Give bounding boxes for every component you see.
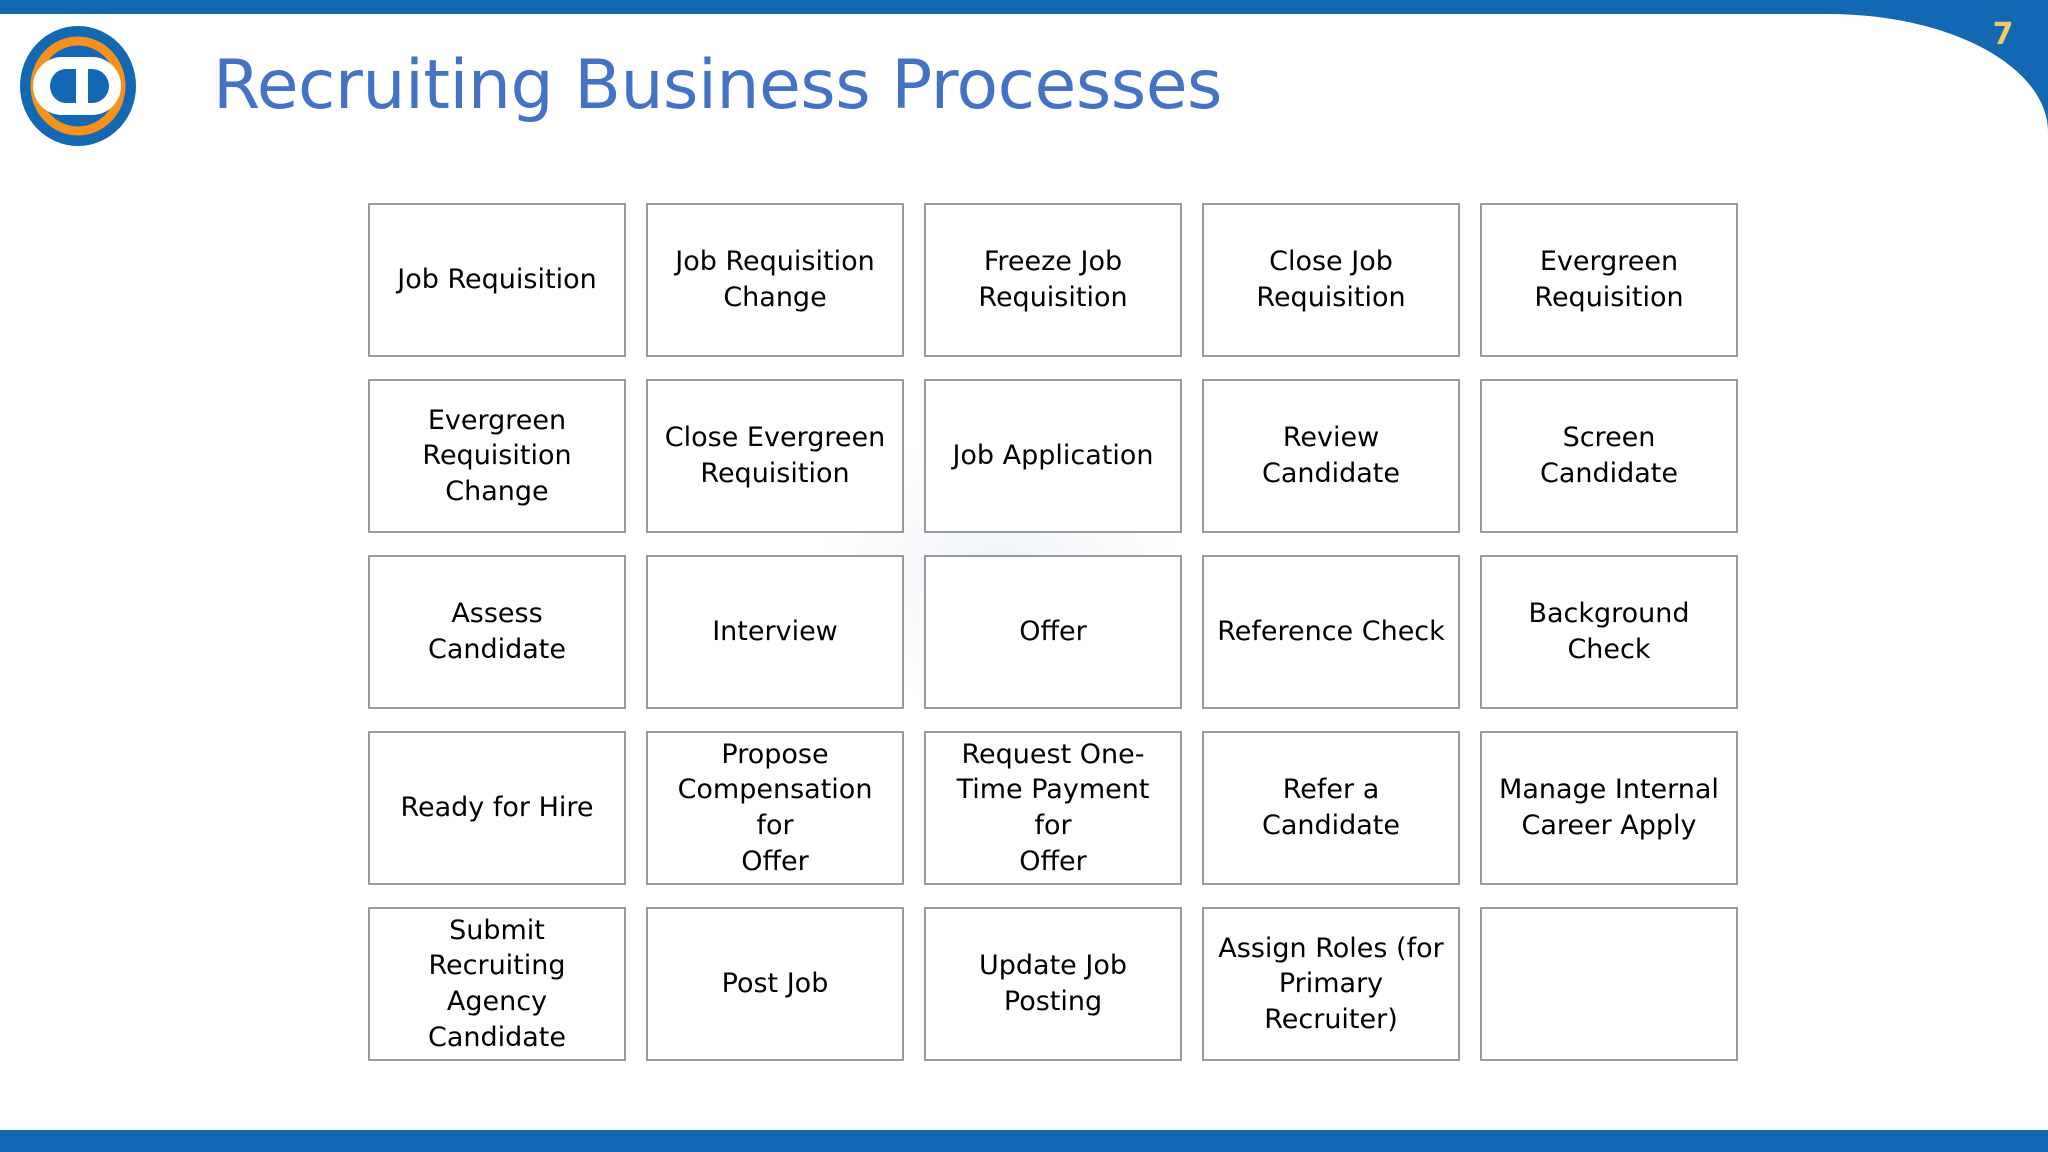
process-box[interactable]: Assign Roles (for Primary Recruiter) (1202, 907, 1460, 1061)
process-box-label: Ready for Hire (400, 792, 594, 824)
process-box-label: Refer a Candidate (1261, 774, 1401, 841)
process-box[interactable]: Job Requisition Change (646, 203, 904, 357)
process-box-label: Post Job (721, 968, 829, 1000)
process-box-label: Reference Check (1217, 616, 1445, 648)
process-box[interactable]: Assess Candidate (368, 555, 626, 709)
process-box-label: Review Candidate (1261, 422, 1401, 489)
process-box-label: Job Application (952, 440, 1154, 472)
process-box[interactable]: Evergreen Requisition (1480, 203, 1738, 357)
process-box[interactable]: Review Candidate (1202, 379, 1460, 533)
process-box[interactable]: Request One- Time Payment for Offer (924, 731, 1182, 885)
process-box-label: Assess Candidate (427, 598, 567, 665)
process-box-label: Assign Roles (for Primary Recruiter) (1218, 932, 1444, 1035)
process-box-label: Manage Internal Career Apply (1499, 774, 1719, 841)
process-box-label: Request One- Time Payment for Offer (956, 738, 1150, 877)
top-accent-bar: 7 (0, 0, 2048, 132)
process-box[interactable]: Refer a Candidate (1202, 731, 1460, 885)
process-box[interactable]: Job Requisition (368, 203, 626, 357)
company-logo (18, 25, 138, 147)
process-box[interactable]: Propose Compensation for Offer (646, 731, 904, 885)
process-box[interactable]: Screen Candidate (1480, 379, 1738, 533)
process-box[interactable]: Ready for Hire (368, 731, 626, 885)
page-number: 7 (1992, 17, 2014, 52)
process-box-label: Job Requisition (397, 264, 597, 296)
page-title: Recruiting Business Processes (213, 46, 1223, 125)
process-box-label: Update Job Posting (979, 950, 1127, 1017)
process-box[interactable]: Freeze Job Requisition (924, 203, 1182, 357)
process-box[interactable]: Job Application (924, 379, 1182, 533)
process-grid: Job Requisition Job Requisition Change F… (368, 203, 1738, 1061)
process-box[interactable]: Manage Internal Career Apply (1480, 731, 1738, 885)
process-box[interactable]: Interview (646, 555, 904, 709)
process-box-label: Freeze Job Requisition (978, 246, 1128, 313)
process-box-label: Propose Compensation for Offer (677, 738, 873, 877)
process-box[interactable]: Reference Check (1202, 555, 1460, 709)
process-box-empty[interactable] (1480, 907, 1738, 1061)
process-box-label: Background Check (1528, 598, 1690, 665)
process-box-label: Evergreen Requisition (1534, 246, 1684, 313)
process-box-label: Submit Recruiting Agency Candidate (427, 914, 567, 1053)
bottom-accent-bar (0, 1130, 2048, 1152)
process-box-label: Interview (712, 616, 838, 648)
process-box[interactable]: Submit Recruiting Agency Candidate (368, 907, 626, 1061)
process-box[interactable]: Offer (924, 555, 1182, 709)
process-box-label: Close Evergreen Requisition (664, 422, 886, 489)
process-box-label: Job Requisition Change (675, 246, 875, 313)
process-box[interactable]: Post Job (646, 907, 904, 1061)
process-box-label: Evergreen Requisition Change (422, 404, 572, 507)
process-box[interactable]: Update Job Posting (924, 907, 1182, 1061)
process-box-label: Screen Candidate (1539, 422, 1679, 489)
process-box[interactable]: Close Evergreen Requisition (646, 379, 904, 533)
process-box[interactable]: Close Job Requisition (1202, 203, 1460, 357)
top-bar-curve (0, 14, 2048, 132)
process-box[interactable]: Background Check (1480, 555, 1738, 709)
process-box-label: Close Job Requisition (1256, 246, 1406, 313)
process-box[interactable]: Evergreen Requisition Change (368, 379, 626, 533)
process-box-label: Offer (1019, 616, 1087, 648)
